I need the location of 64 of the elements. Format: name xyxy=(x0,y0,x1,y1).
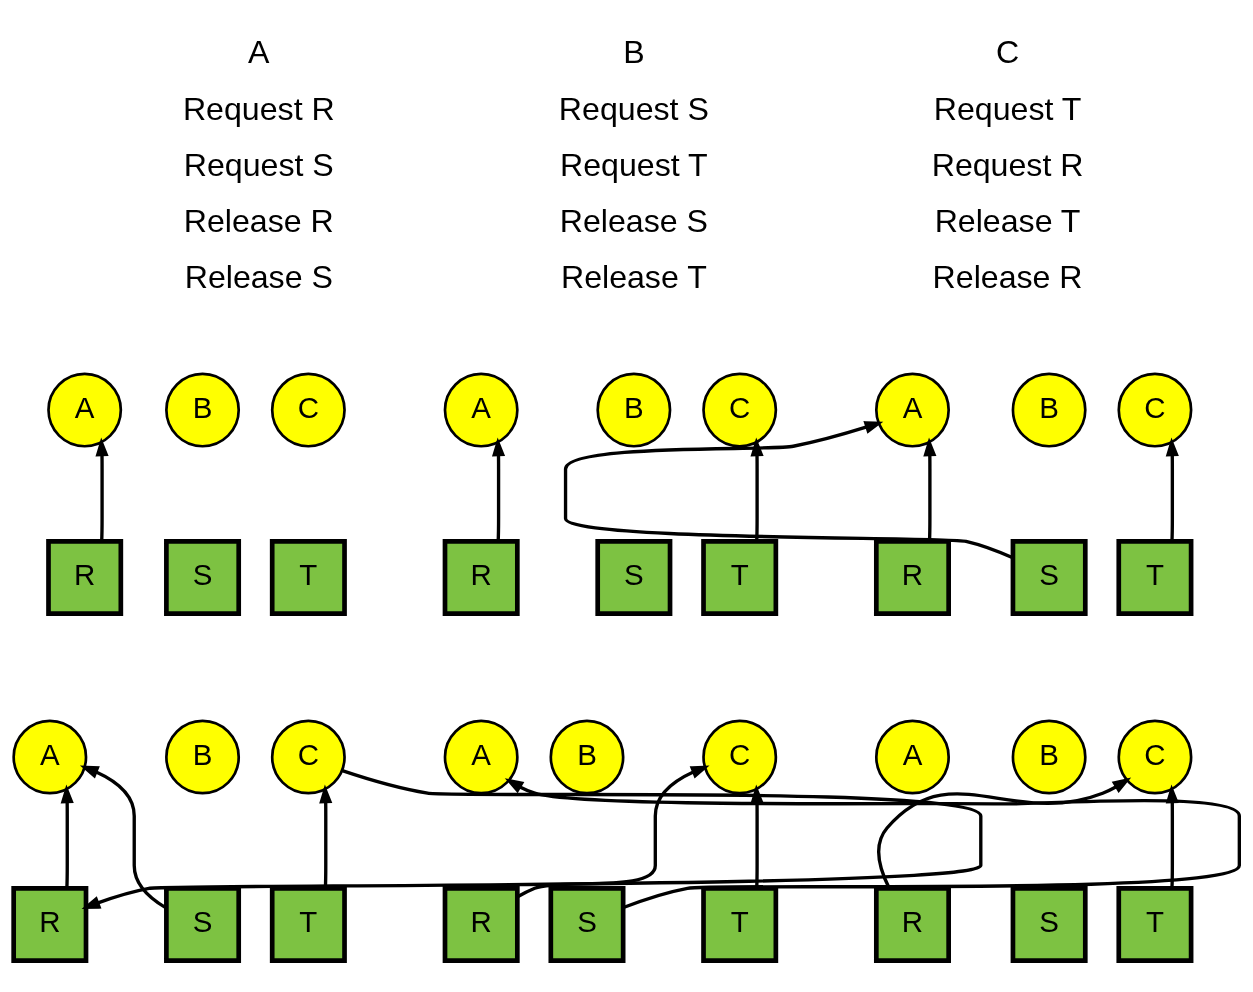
arrow xyxy=(750,783,764,888)
node-circle: C xyxy=(702,372,778,448)
node-circle: B xyxy=(1011,372,1087,448)
arrow xyxy=(60,783,74,888)
node-box: T xyxy=(701,885,779,963)
node-circle: B xyxy=(165,372,241,448)
node-box: R xyxy=(442,885,520,963)
node-circle: C xyxy=(1117,719,1193,795)
arrow xyxy=(516,764,710,898)
node-circle: B xyxy=(549,719,625,795)
label: Release R xyxy=(183,202,334,239)
node-circle: C xyxy=(702,719,778,795)
node-circle: A xyxy=(875,719,950,795)
label: Release S xyxy=(184,258,333,295)
label: B xyxy=(623,33,645,70)
label: Release T xyxy=(934,202,1081,239)
label: A xyxy=(248,33,270,70)
label: Release T xyxy=(560,258,707,295)
label: Request R xyxy=(182,90,335,127)
node-box: S xyxy=(1010,885,1088,963)
node-box: R xyxy=(873,538,951,616)
node-circle: C xyxy=(270,719,346,795)
node-box: T xyxy=(269,538,347,616)
node-box: T xyxy=(1116,538,1194,616)
node-box: S xyxy=(548,885,626,963)
label: Release S xyxy=(559,202,708,239)
label: Request T xyxy=(560,146,708,183)
node-circle: B xyxy=(1011,719,1087,795)
node-box: S xyxy=(164,885,242,963)
node-box: S xyxy=(1010,538,1088,616)
node-box: R xyxy=(442,538,520,616)
node-circle: B xyxy=(596,372,672,448)
label: Request T xyxy=(933,90,1082,127)
node-box: T xyxy=(701,538,779,616)
node-circle: C xyxy=(270,372,346,448)
node-box: R xyxy=(873,885,951,963)
node-box: T xyxy=(269,885,347,963)
arrow xyxy=(504,777,1241,909)
node-box: R xyxy=(46,538,124,616)
node-circle: C xyxy=(1117,372,1193,448)
label: Request S xyxy=(558,90,709,127)
arrow xyxy=(81,768,983,909)
arrow xyxy=(79,764,167,909)
label: Release R xyxy=(932,258,1083,295)
node-box: S xyxy=(595,538,673,616)
node-circle: A xyxy=(875,372,950,448)
node-circle: A xyxy=(443,719,519,795)
arrow xyxy=(319,783,333,888)
node-circle: A xyxy=(443,372,519,448)
label: C xyxy=(995,33,1020,70)
arrow xyxy=(1165,783,1179,888)
arrow xyxy=(923,436,937,541)
arrow xyxy=(1165,436,1179,541)
node-circle: A xyxy=(12,719,88,795)
arrow xyxy=(491,436,506,541)
arrow xyxy=(95,436,109,541)
node-box: R xyxy=(11,885,89,963)
node-box: T xyxy=(1116,885,1194,963)
label: Request R xyxy=(931,146,1084,183)
node-box: S xyxy=(164,538,242,616)
node-circle: A xyxy=(47,372,123,448)
arrow xyxy=(563,420,1014,559)
node-circle: B xyxy=(165,719,241,795)
label: Request S xyxy=(183,146,334,183)
